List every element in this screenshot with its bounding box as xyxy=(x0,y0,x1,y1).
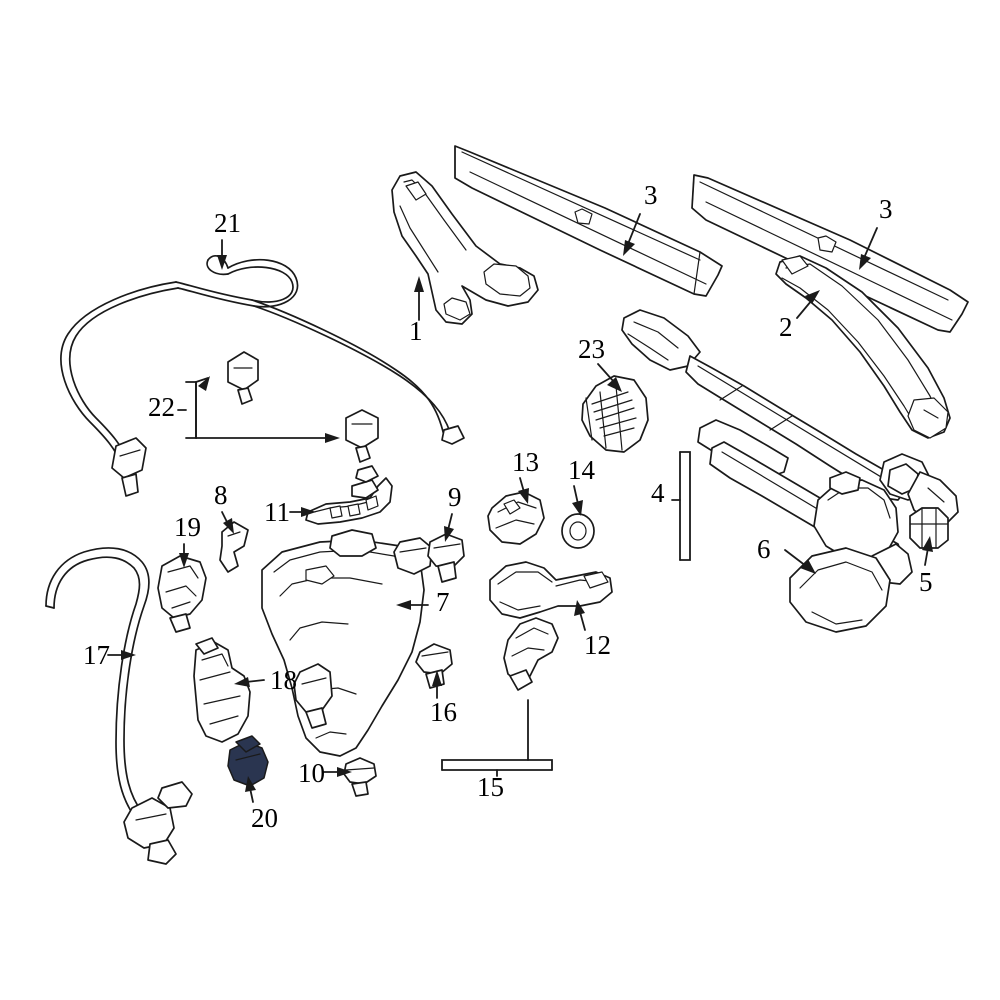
washer-hose-bracket-graphic xyxy=(489,561,613,619)
callout-7: 7 xyxy=(436,587,450,617)
wiper-arm-right-graphic xyxy=(775,255,951,439)
washer-nozzle-assembly-graphic xyxy=(503,617,559,691)
callout-22: 22 xyxy=(148,392,175,422)
callout-23: 23 xyxy=(578,334,605,364)
callout-3-upper: 3 xyxy=(644,180,658,210)
reservoir-filler-neck-graphic xyxy=(305,465,393,525)
pump-bracket-graphic xyxy=(157,555,207,633)
level-sensor-graphic xyxy=(227,735,269,787)
callout-6: 6 xyxy=(757,534,771,564)
callout-14: 14 xyxy=(568,455,595,485)
callout-1: 1 xyxy=(409,316,423,346)
callout-9: 9 xyxy=(448,482,462,512)
callout-15: 15 xyxy=(477,772,504,802)
washer-pump-graphic xyxy=(193,637,251,743)
callout-10: 10 xyxy=(298,758,325,788)
callout-18: 18 xyxy=(270,665,297,695)
callout-4: 4 xyxy=(651,478,665,508)
wiper-blade-upper-graphic xyxy=(454,145,723,297)
callout-11: 11 xyxy=(264,497,290,527)
mounting-bracket-upper-graphic xyxy=(487,491,545,545)
callout-19: 19 xyxy=(174,512,201,542)
callout-21: 21 xyxy=(214,208,241,238)
callout-17: 17 xyxy=(83,640,110,670)
callout-8: 8 xyxy=(214,480,228,510)
motor-cap-nut-graphic xyxy=(909,507,949,549)
callout-13: 13 xyxy=(512,447,539,477)
wiper-blade-lower-graphic xyxy=(691,174,969,333)
filler-cap-small-graphic xyxy=(343,757,377,797)
washer-hose-long-graphic xyxy=(45,547,193,865)
callout-3-lower: 3 xyxy=(879,194,893,224)
wiper-motor-graphic xyxy=(789,471,913,633)
callout-5: 5 xyxy=(919,567,933,597)
grommet-cap-graphic xyxy=(427,533,465,583)
wiper-arm-left-graphic xyxy=(391,171,539,325)
washer-hose-assembly-graphic xyxy=(60,255,465,497)
callout-12: 12 xyxy=(584,630,611,660)
leader-lines xyxy=(107,213,933,803)
rubber-bushing-graphic xyxy=(561,513,595,549)
callout-20: 20 xyxy=(251,803,278,833)
reservoir-bracket-clip-graphic xyxy=(219,521,249,573)
callout-16: 16 xyxy=(430,697,457,727)
callout-2: 2 xyxy=(779,312,793,342)
washer-reservoir-graphic xyxy=(261,529,433,757)
